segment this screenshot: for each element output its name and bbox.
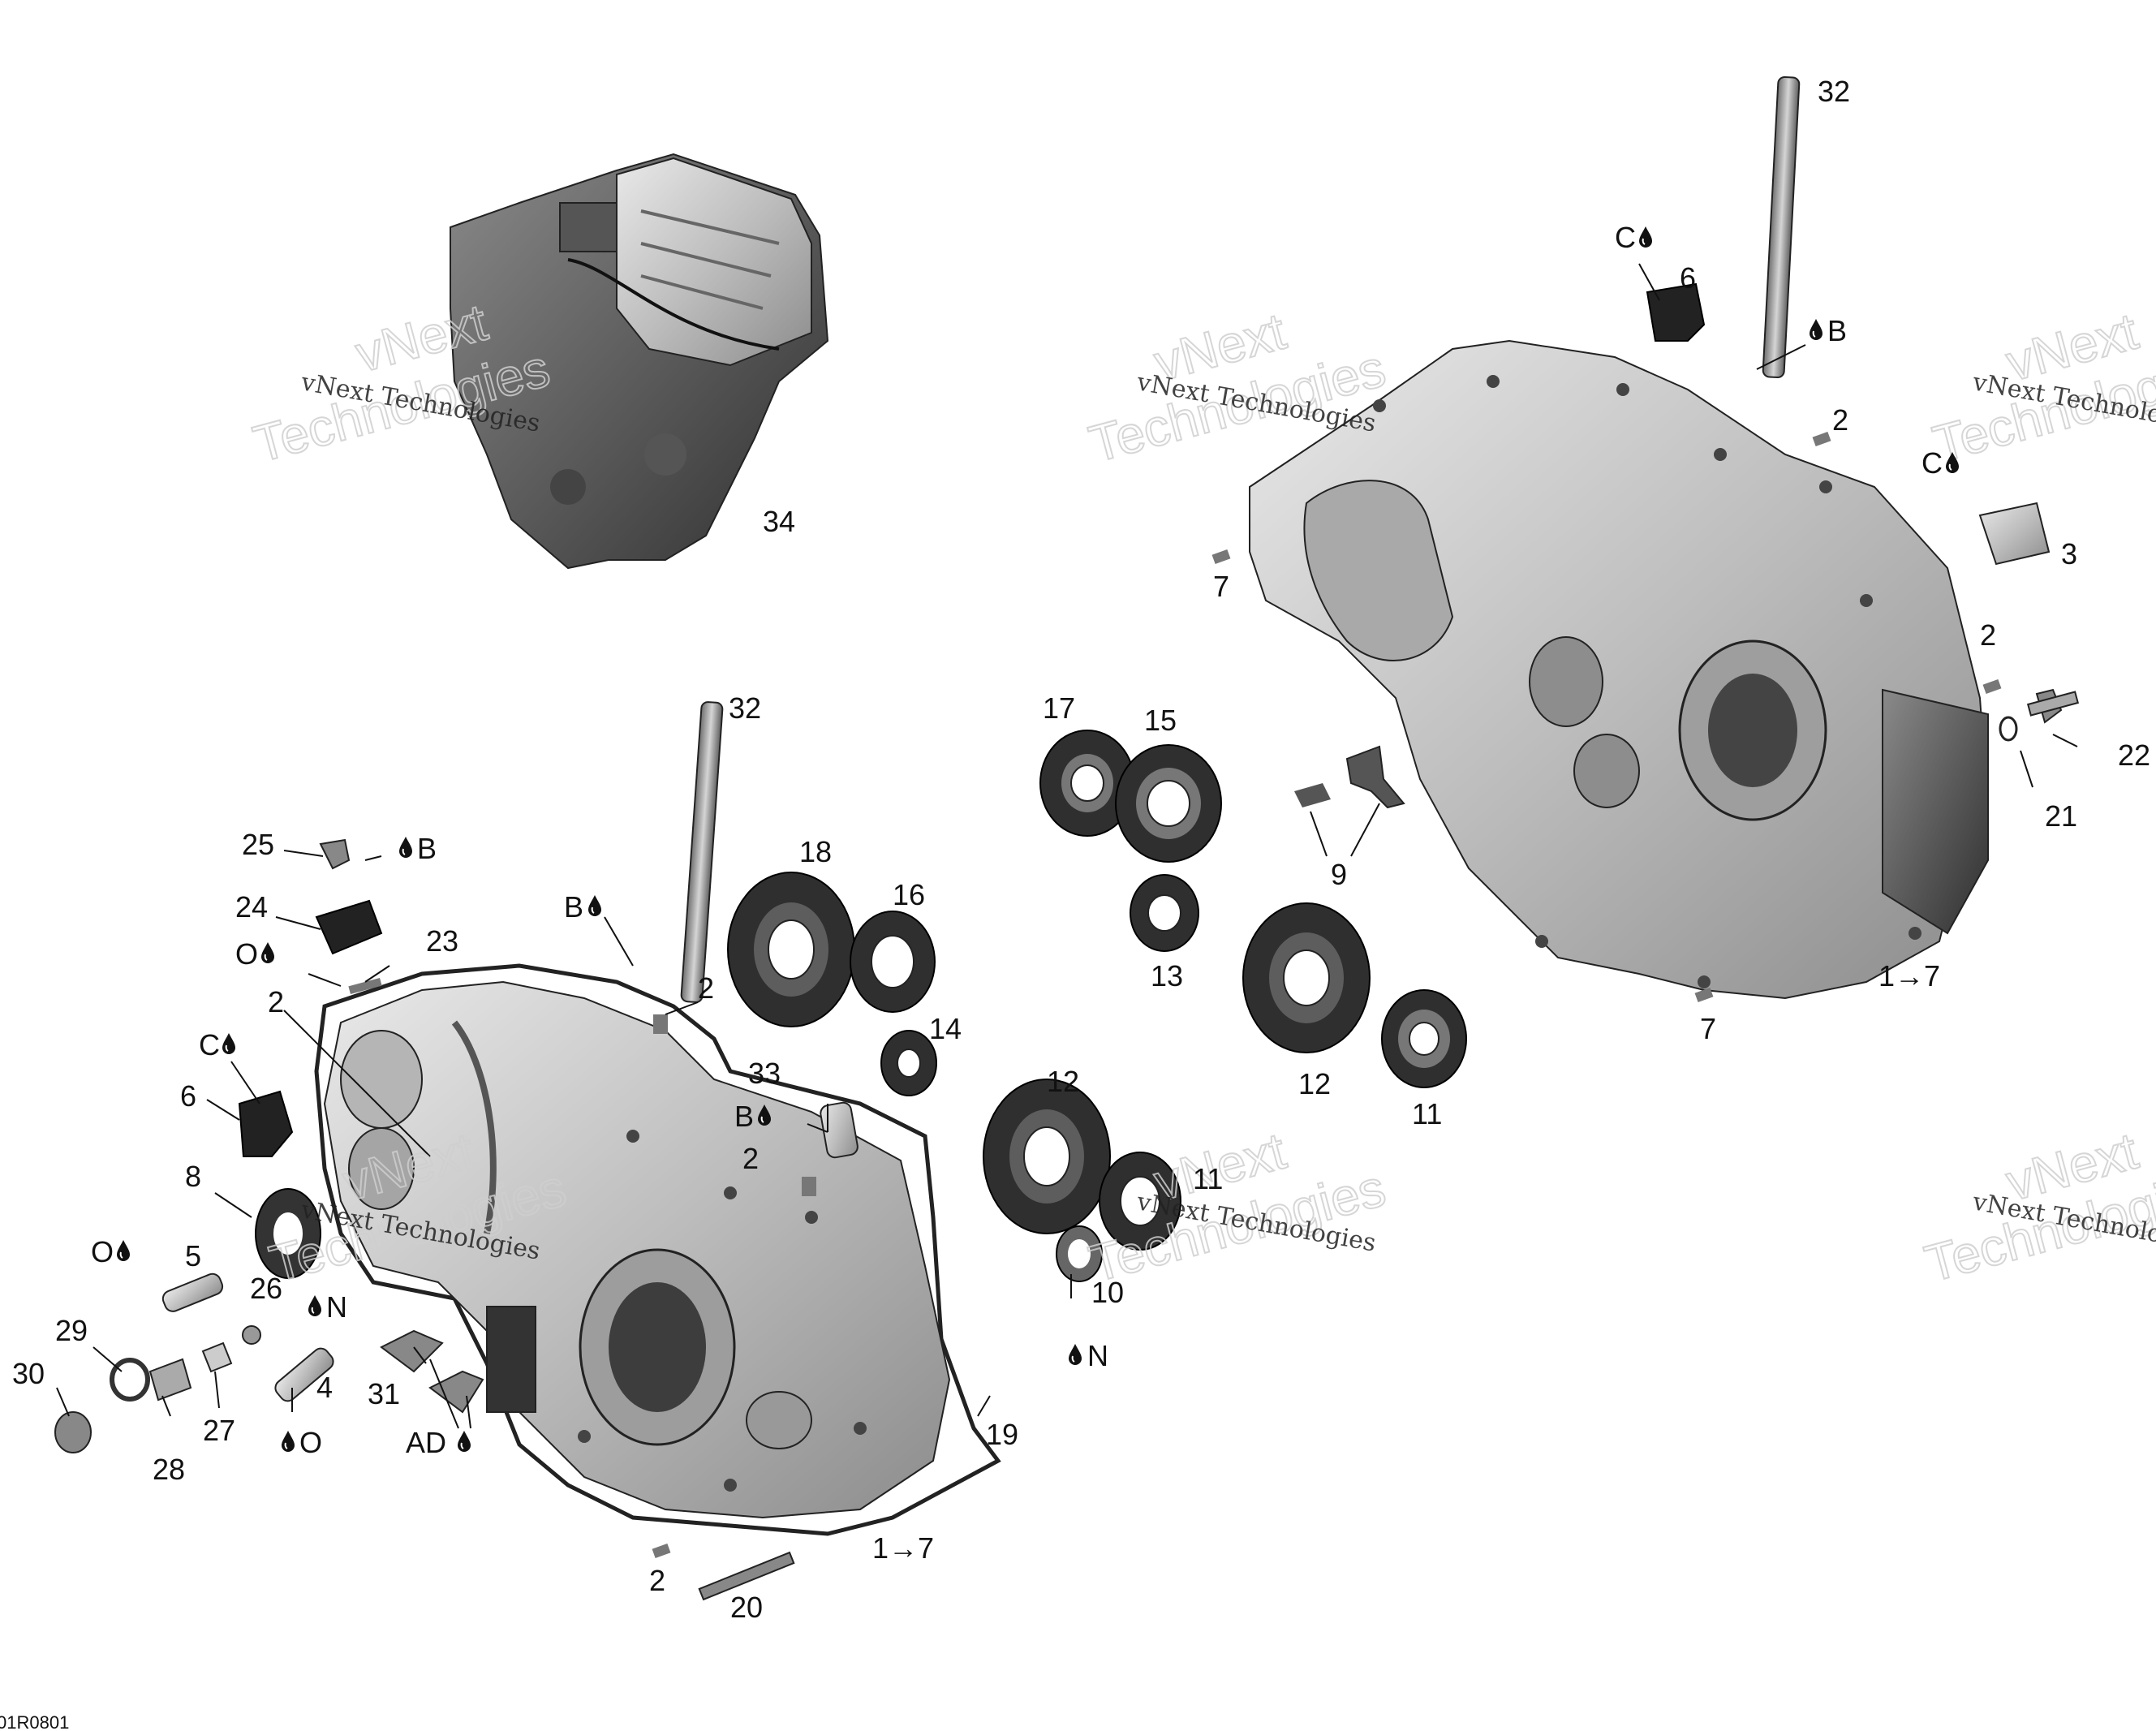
callout-27: 27 [203,1414,235,1447]
callout-25: 25 [242,828,274,861]
svg-text:C: C [1615,221,1636,254]
lube-symbol: AD [406,1426,471,1459]
lube-symbol: O [91,1235,131,1268]
svg-text:O: O [91,1235,114,1268]
callout-24: 24 [235,890,268,924]
oil-drop-icon [281,1430,295,1453]
svg-text:N: N [1087,1339,1108,1372]
svg-text:O: O [299,1426,322,1459]
lubricant-symbols: C B C B O C B O [91,221,1960,1459]
callout-33: 33 [748,1057,781,1090]
callout-15: 15 [1144,704,1177,737]
engine-assembly-illustration [450,153,829,570]
reference-code: 01R0801 [0,1712,69,1731]
callout-19: 19 [986,1418,1018,1451]
oil-drop-icon [116,1239,131,1262]
svg-text:C: C [1921,446,1943,480]
callout-32: 32 [1818,75,1850,108]
callout-22: 22 [2118,738,2150,772]
lube-symbol: B [734,1100,772,1133]
watermark-3: vNext Technologies vNext Technologies [1926,301,2156,475]
callout-2: 2 [649,1564,665,1597]
oil-drop-icon [587,894,602,917]
callout-12: 12 [1047,1065,1079,1098]
callout-13: 13 [1151,959,1183,993]
callout-31: 31 [368,1377,400,1410]
callout-32: 32 [729,691,761,725]
svg-text:B: B [734,1100,754,1133]
callout-23: 23 [426,924,458,958]
callout-1-to-7: 1→7 [872,1531,934,1565]
oil-drop-icon [1638,226,1653,248]
oil-drop-icon [457,1430,471,1453]
svg-text:O: O [235,937,258,971]
oil-drop-icon [1068,1343,1082,1366]
callout-4: 4 [316,1371,333,1404]
lube-symbol: O [235,937,275,971]
callout-10: 10 [1091,1276,1124,1309]
callout-20: 20 [730,1591,763,1624]
callout-26: 26 [250,1272,282,1305]
oil-drop-icon [260,941,275,964]
callout-18: 18 [799,835,832,868]
callout-2: 2 [742,1142,759,1175]
right-crankcase-half-illustration [1249,339,1990,1000]
callout-17: 17 [1043,691,1075,725]
callout-6: 6 [1680,261,1696,295]
callout-5: 5 [185,1239,201,1272]
lube-symbol: O [281,1426,322,1459]
callout-2: 2 [1980,618,1996,652]
callout-21: 21 [2045,799,2077,833]
leader-lines [56,263,2078,1429]
callout-7: 7 [1700,1012,1716,1045]
callout-9: 9 [1331,858,1347,891]
callout-12: 12 [1298,1067,1331,1100]
svg-text:C: C [199,1028,220,1061]
lube-symbol: B [1809,314,1847,347]
callout-28: 28 [153,1453,185,1486]
svg-text:B: B [417,832,437,865]
callout-labels: 32 6 2 3 7 2 22 21 9 17 15 13 12 11 7 1→… [12,75,2150,1624]
callout-1-to-7: 1→7 [1878,959,1940,993]
watermark-6: vNext Technologies vNext Technologies [1918,1121,2156,1294]
callout-34: 34 [763,505,795,538]
oil-drop-icon [398,836,413,859]
oil-drop-icon [222,1032,236,1055]
callout-2: 2 [698,971,714,1005]
svg-text:N: N [326,1290,347,1324]
callout-29: 29 [55,1314,88,1347]
lube-symbol: C [199,1028,236,1061]
oil-drop-icon [1809,318,1823,341]
lube-symbol: B [398,832,437,865]
svg-text:B: B [564,890,583,924]
svg-text:AD: AD [406,1426,446,1459]
oil-drop-icon [308,1294,322,1317]
callout-16: 16 [893,878,925,911]
callout-2: 2 [268,985,284,1018]
callout-11: 11 [1193,1162,1223,1195]
svg-text:B: B [1827,314,1847,347]
lube-symbol: C [1615,221,1653,254]
lube-symbol: N [1068,1339,1108,1372]
callout-7: 7 [1213,570,1229,603]
lube-symbol: C [1921,446,1960,480]
callout-11: 11 [1412,1097,1442,1130]
lube-symbol: N [308,1290,347,1324]
lube-symbol: B [564,890,602,924]
callout-14: 14 [929,1012,962,1045]
callout-30: 30 [12,1357,45,1390]
callout-3: 3 [2061,537,2077,571]
small-parts-illustrations [54,75,2080,1601]
callout-6: 6 [180,1079,196,1113]
left-crankcase-half-illustration [314,963,1001,1536]
callout-2: 2 [1832,403,1848,437]
callout-8: 8 [185,1160,201,1193]
